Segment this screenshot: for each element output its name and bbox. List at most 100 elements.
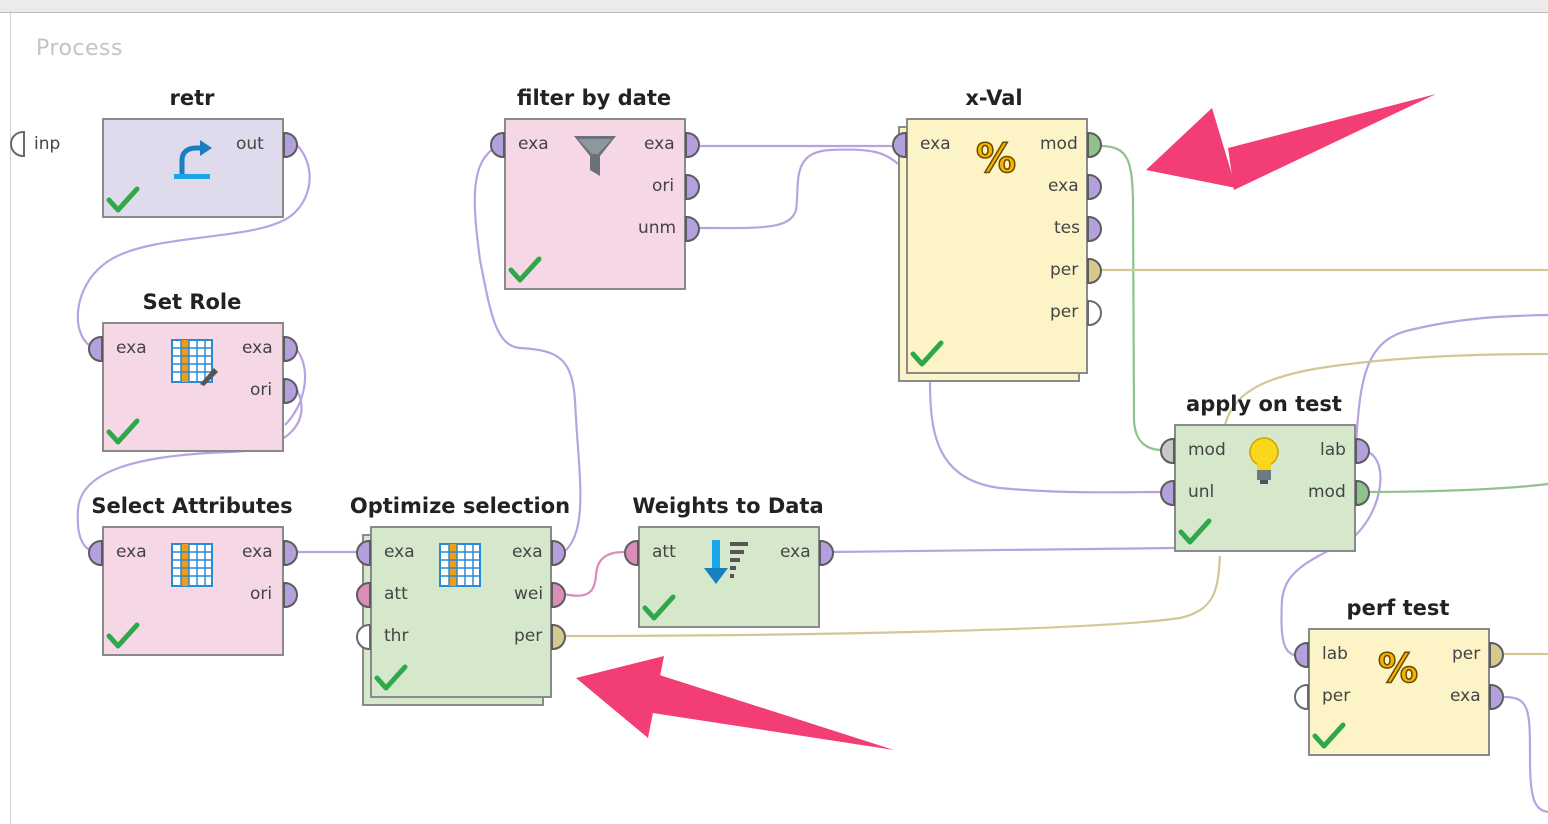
- optimize-exa-in-label: exa: [384, 542, 415, 562]
- weights-to-data-title: Weights to Data: [632, 494, 824, 518]
- table-icon: [171, 543, 213, 587]
- annotation-arrow-optimize: [576, 656, 894, 750]
- checkmark-icon: [106, 418, 140, 445]
- filter-by-date-title: filter by date: [516, 86, 672, 110]
- set-role-title: Set Role: [142, 290, 242, 314]
- top-bar: [0, 0, 1548, 13]
- process-panel-title: Process: [36, 36, 123, 61]
- perf-per-in-port[interactable]: [1294, 684, 1309, 710]
- wire-apply-mod-out[interactable]: [1367, 482, 1548, 494]
- filter-exa-in-port[interactable]: [490, 132, 505, 158]
- wire-retr-to-setrole[interactable]: [76, 144, 311, 350]
- wire-optimize-per-to-apply[interactable]: [563, 555, 1222, 638]
- wire-setrole-to-select[interactable]: [76, 389, 303, 554]
- checkmark-icon: [106, 622, 140, 649]
- optimize-att-label: att: [384, 584, 408, 604]
- perf-lab-in-port[interactable]: [1294, 642, 1309, 668]
- perf-per-in-label: per: [1322, 686, 1351, 706]
- table-icon: [439, 543, 481, 587]
- wire-apply-top-out[interactable]: [1222, 352, 1548, 431]
- set-role-ori-label: ori: [250, 380, 273, 400]
- wire-setrole-ori[interactable]: [284, 349, 307, 426]
- table-edit-icon: [171, 339, 218, 386]
- lightbulb-icon: [1249, 437, 1279, 484]
- set-role-exa-in-port[interactable]: [88, 336, 103, 362]
- annotation-arrow-xval: [1146, 94, 1436, 190]
- apply-mod-in-label: mod: [1188, 440, 1226, 460]
- apply-mod-in-port[interactable]: [1160, 438, 1175, 464]
- wire-optimize-wei-to-weights[interactable]: [563, 550, 625, 597]
- optimize-thr-label: thr: [384, 626, 409, 646]
- apply-mod-out-label: mod: [1308, 482, 1346, 502]
- select-attributes-exa-in-port[interactable]: [88, 540, 103, 566]
- optimize-thr-in-port[interactable]: [356, 624, 371, 650]
- funnel-icon: [574, 136, 616, 176]
- wire-perf-exa-out[interactable]: [1503, 695, 1548, 814]
- apply-lab-label: lab: [1320, 440, 1346, 460]
- optimize-exa-in-port[interactable]: [356, 540, 371, 566]
- svg-text:%: %: [976, 136, 1016, 178]
- select-attributes-title: Select Attributes: [91, 494, 293, 518]
- retr-out-label: out: [236, 134, 264, 154]
- optimize-wei-label: wei: [514, 584, 544, 604]
- weights-att-in-port[interactable]: [624, 540, 639, 566]
- process-input-port[interactable]: [10, 131, 25, 157]
- filter-unm-label: unm: [638, 218, 677, 238]
- retrieve-arrow-icon: [174, 140, 212, 179]
- select-attributes-exa-in-label: exa: [116, 542, 147, 562]
- svg-text:%: %: [1378, 646, 1418, 688]
- x-val-operator[interactable]: [906, 118, 1088, 374]
- checkmark-icon: [374, 664, 408, 691]
- retr-operator[interactable]: [102, 118, 284, 218]
- x-val-exa-in-port[interactable]: [892, 132, 907, 158]
- checkmark-icon: [910, 340, 944, 367]
- optimize-selection-title: Optimize selection: [349, 494, 571, 518]
- checkmark-icon: [1178, 518, 1212, 545]
- x-val-title: x-Val: [965, 86, 1023, 110]
- weights-exa-out-label: exa: [780, 542, 811, 562]
- set-role-exa-out-label: exa: [242, 338, 273, 358]
- percent-icon: %: [1377, 645, 1419, 688]
- checkmark-icon: [642, 594, 676, 621]
- apply-unl-label: unl: [1188, 482, 1215, 502]
- perf-per-out-label: per: [1452, 644, 1481, 664]
- canvas-border: [10, 13, 11, 824]
- checkmark-icon: [508, 256, 542, 283]
- x-val-per2-label: per: [1050, 302, 1079, 322]
- optimize-per-label: per: [514, 626, 543, 646]
- wire-apply-to-right[interactable]: [1354, 313, 1548, 445]
- x-val-exa-out-label: exa: [1048, 176, 1079, 196]
- optimize-att-in-port[interactable]: [356, 582, 371, 608]
- filter-exa-in-label: exa: [518, 134, 549, 154]
- checkmark-icon: [106, 186, 140, 213]
- process-input-port-label: inp: [34, 134, 61, 154]
- wire-optimize-to-filter[interactable]: [473, 145, 582, 553]
- wire-xval-mod-to-apply[interactable]: [1099, 144, 1163, 452]
- wire-apply-lab-to-perf[interactable]: [1280, 450, 1382, 658]
- wire-weights-to-apply[interactable]: [831, 546, 1175, 554]
- retr-title: retr: [169, 86, 215, 110]
- select-attributes-exa-out-label: exa: [242, 542, 273, 562]
- optimize-exa-out-label: exa: [512, 542, 543, 562]
- weights-to-data-operator[interactable]: [638, 526, 820, 628]
- apply-on-test-title: apply on test: [1186, 392, 1342, 416]
- wire-filter-unm-to-xval[interactable]: [699, 148, 899, 230]
- filter-ori-label: ori: [652, 176, 675, 196]
- apply-unl-in-port[interactable]: [1160, 480, 1175, 506]
- percent-icon: %: [975, 135, 1017, 178]
- sort-descending-icon: [704, 540, 748, 584]
- perf-test-operator[interactable]: [1308, 628, 1490, 756]
- x-val-exa-in-label: exa: [920, 134, 951, 154]
- x-val-mod-label: mod: [1040, 134, 1078, 154]
- perf-exa-out-label: exa: [1450, 686, 1481, 706]
- checkmark-icon: [1312, 722, 1346, 749]
- x-val-tes-label: tes: [1054, 218, 1080, 238]
- select-attributes-ori-label: ori: [250, 584, 273, 604]
- wire-xval-to-apply-unl[interactable]: [928, 379, 1163, 494]
- weights-att-label: att: [652, 542, 676, 562]
- perf-lab-label: lab: [1322, 644, 1348, 664]
- set-role-exa-in-label: exa: [116, 338, 147, 358]
- perf-test-title: perf test: [1346, 596, 1450, 620]
